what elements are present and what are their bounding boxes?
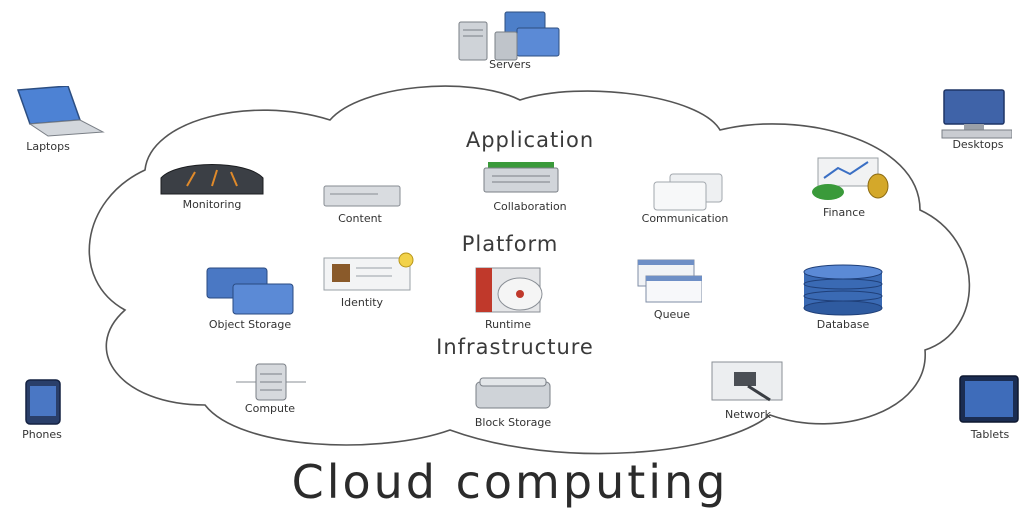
desktops-label: Desktops bbox=[952, 138, 1004, 151]
collaboration-label: Collaboration bbox=[493, 200, 567, 213]
block-storage-icon bbox=[475, 377, 551, 409]
database-label: Database bbox=[816, 318, 870, 331]
tablet-icon bbox=[959, 375, 1019, 423]
object-storage-label: Object Storage bbox=[208, 318, 292, 331]
communication-icon bbox=[653, 173, 723, 211]
compute-label: Compute bbox=[244, 402, 296, 415]
servers-label: Servers bbox=[489, 58, 531, 71]
servers-icon bbox=[458, 11, 560, 61]
diagram-title: Cloud computing bbox=[291, 455, 729, 509]
block-storage-label: Block Storage bbox=[474, 416, 552, 429]
object-storage-icon bbox=[206, 267, 294, 315]
runtime-label: Runtime bbox=[485, 318, 531, 331]
desktop-icon bbox=[941, 89, 1012, 139]
network-label: Network bbox=[725, 408, 771, 421]
layer-infrastructure-heading: Infrastructure bbox=[436, 335, 594, 359]
content-icon bbox=[323, 185, 401, 207]
network-icon bbox=[711, 361, 783, 402]
runtime-icon bbox=[475, 267, 543, 313]
content-label: Content bbox=[338, 212, 382, 225]
finance-icon bbox=[812, 157, 889, 200]
compute-icon bbox=[236, 363, 306, 401]
laptops-label: Laptops bbox=[26, 140, 70, 153]
finance-label: Finance bbox=[822, 206, 866, 219]
phone-icon bbox=[25, 379, 61, 425]
database-icon bbox=[803, 264, 883, 316]
communication-label: Communication bbox=[641, 212, 729, 225]
identity-icon bbox=[323, 252, 414, 291]
phones-label: Phones bbox=[22, 428, 62, 441]
laptop-icon bbox=[16, 86, 105, 137]
queue-icon bbox=[637, 259, 702, 303]
layer-platform-heading: Platform bbox=[461, 232, 559, 256]
tablets-label: Tablets bbox=[970, 428, 1010, 441]
monitoring-label: Monitoring bbox=[182, 198, 242, 211]
layer-application-heading: Application bbox=[465, 128, 595, 152]
collaboration-icon bbox=[483, 162, 559, 193]
queue-label: Queue bbox=[653, 308, 691, 321]
identity-label: Identity bbox=[340, 296, 384, 309]
monitoring-icon bbox=[160, 164, 264, 195]
